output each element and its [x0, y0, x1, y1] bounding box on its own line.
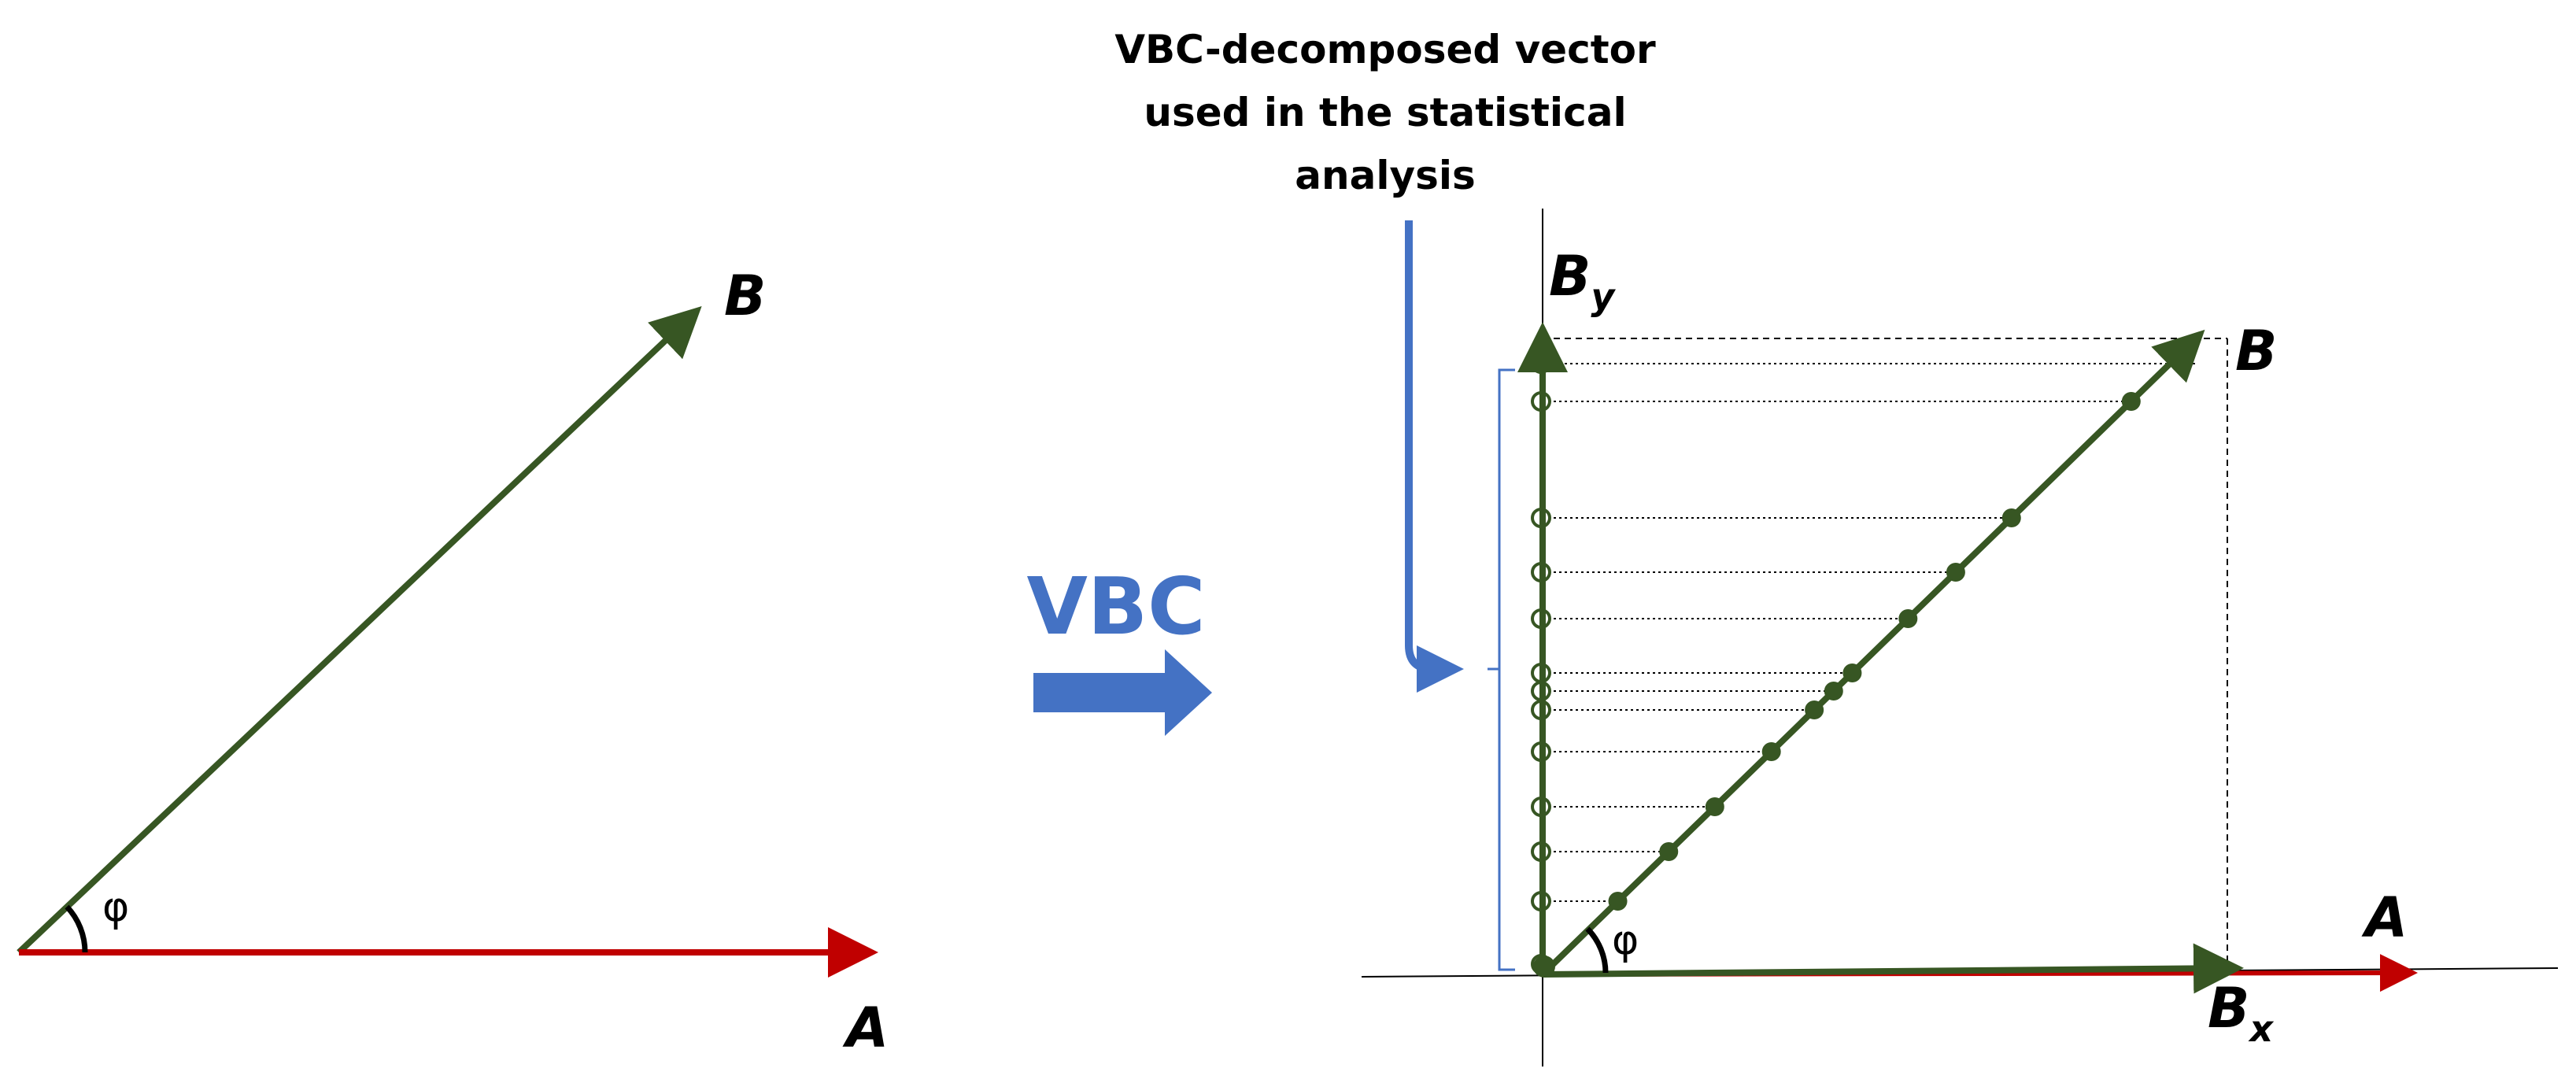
caption-line-1: VBC-decomposed vector: [1114, 27, 1656, 72]
vector-b-point: [1842, 664, 1862, 682]
vector-b-point: [1761, 742, 1781, 761]
right-vector-b-label: B: [2235, 319, 2277, 383]
left-angle-arc: [65, 904, 88, 953]
right-panel: φ By Bx B A: [1361, 209, 2559, 1066]
vector-b-points: [1608, 392, 2141, 911]
transform: VBC: [1026, 560, 1212, 736]
caption: VBC-decomposed vector used in the statis…: [1114, 27, 1656, 198]
origin-point: [1533, 956, 1555, 978]
right-angle-label: φ: [1612, 917, 1639, 964]
left-vector-a-label: A: [842, 996, 889, 1060]
right-vector-bx: [1542, 943, 2244, 994]
right-angle-arc: [1585, 926, 1609, 974]
left-panel: φ B A: [17, 264, 889, 1060]
transform-label: VBC: [1026, 560, 1205, 652]
right-vector-b: [1540, 329, 2205, 977]
bx-label-main: B: [2208, 976, 2249, 1041]
caption-line-2: used in the statistical: [1144, 90, 1626, 135]
vector-b-point: [1805, 700, 1824, 719]
bracket: [1488, 368, 1515, 971]
vector-b-point: [2121, 392, 2141, 411]
vector-b-point: [2001, 508, 2021, 527]
caption-pointer-arrow: [1405, 220, 1464, 693]
vector-b-point: [1608, 892, 1628, 911]
projection-lines: [1543, 363, 2196, 902]
by-label-subscript: y: [1591, 275, 1616, 318]
left-angle-label: φ: [102, 884, 129, 931]
vector-b-point: [1659, 842, 1679, 861]
vector-b-point: [1824, 682, 1843, 700]
by-label-main: B: [1549, 244, 1591, 309]
bx-label: Bx: [2208, 976, 2274, 1050]
vector-b-point: [1946, 563, 1965, 582]
right-vector-a-label: A: [2361, 885, 2408, 950]
left-vector-b: [17, 306, 702, 955]
vector-b-point: [1898, 609, 1918, 628]
vector-b-point: [1705, 797, 1724, 816]
caption-line-3: analysis: [1295, 153, 1475, 198]
by-label: By: [1549, 244, 1616, 318]
right-block-arrow-icon: [1033, 649, 1212, 736]
left-vector-b-label: B: [724, 264, 766, 328]
bx-label-subscript: x: [2248, 1007, 2274, 1050]
